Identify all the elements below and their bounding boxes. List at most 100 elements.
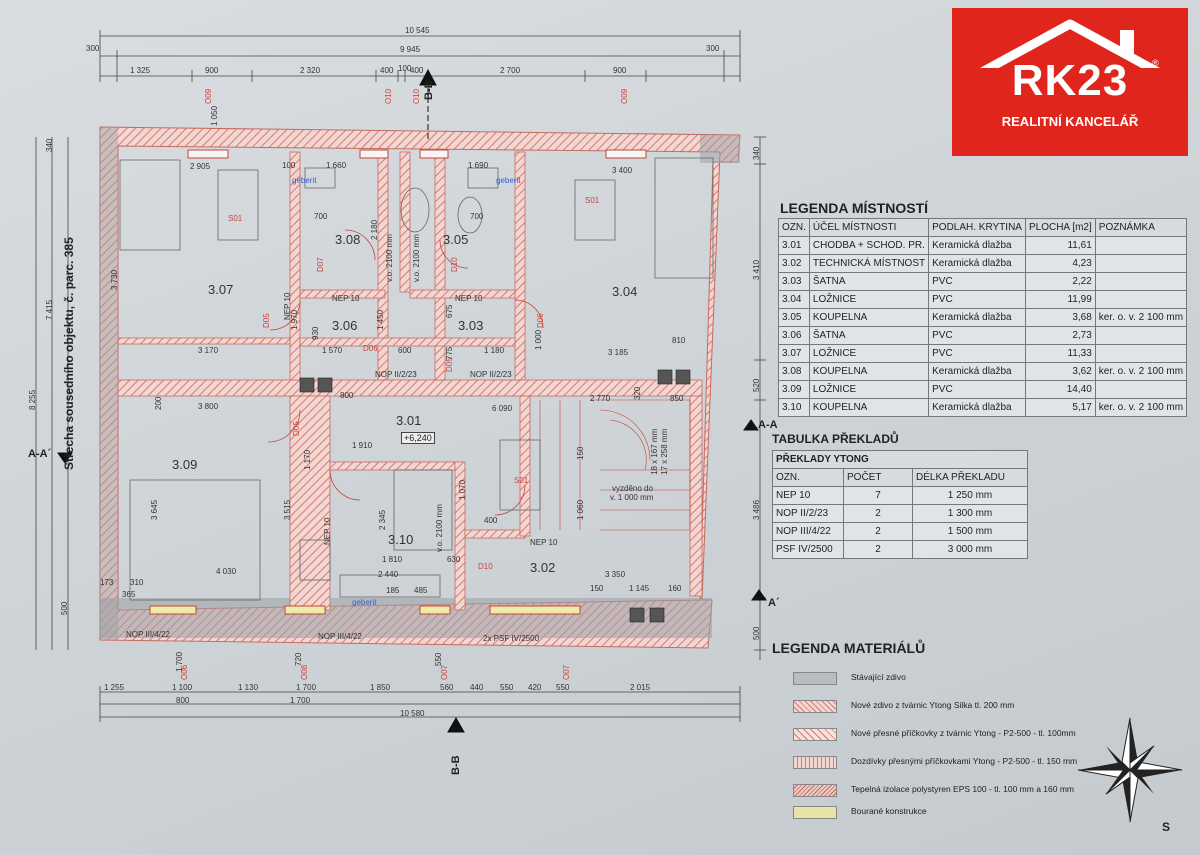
cell: 1 500 mm xyxy=(912,522,1028,541)
tag-stairs: 18 x 167 mm xyxy=(650,428,659,475)
cell: 3.07 xyxy=(778,344,810,363)
door-tag-11: D10 xyxy=(478,562,493,571)
plan-dim-y: 1 145 xyxy=(629,584,650,593)
cell: 1 250 mm xyxy=(912,486,1028,505)
tag-vo-2: v.o. 2100 mm xyxy=(412,234,421,282)
logo-subtitle: REALITNÍ KANCELÁŘ xyxy=(1001,114,1139,129)
dim-left-top: 340 xyxy=(45,138,54,152)
material-swatch xyxy=(793,672,837,685)
cell xyxy=(1094,290,1188,309)
dim-edge-left: 300 xyxy=(86,44,100,53)
plan-dim-n: 3 800 xyxy=(198,402,219,411)
room-3-06: 3.06 xyxy=(332,318,358,333)
cell: 1 300 mm xyxy=(912,504,1028,523)
section-bb-bottom: B-B xyxy=(450,755,462,775)
cell xyxy=(1094,380,1188,399)
cell: TECHNICKÁ MÍSTNOST xyxy=(808,254,930,273)
plan-dim-as: 485 xyxy=(414,586,428,595)
plan-dim-e: 700 xyxy=(314,212,328,221)
dim-bottom-7: 440 xyxy=(470,683,484,692)
cell: PVC xyxy=(928,380,1026,399)
cell: LOŽNICE xyxy=(808,344,930,363)
dim-inner-top: 9 945 xyxy=(400,45,421,54)
door-tag-3: D07 xyxy=(316,257,325,272)
cell: 3.02 xyxy=(778,254,810,273)
lintel-subtitle: PŘEKLADY YTONG xyxy=(772,450,1028,469)
dim-right-part-3: 3 486 xyxy=(752,499,761,520)
plan-dim-f: 700 xyxy=(470,212,484,221)
cell: 3.05 xyxy=(778,308,810,327)
material-legend-title: LEGENDA MATERIÁLŮ xyxy=(772,640,926,656)
cell xyxy=(1094,272,1188,291)
door-tag-9: D05 xyxy=(292,421,301,436)
plan-dim-ag: 930 xyxy=(311,326,320,340)
neighbor-roof-label: Střecha sousedního objektu, č. parc. 385 xyxy=(62,237,76,470)
cell: 3.10 xyxy=(778,398,810,417)
door-tag-2: S01 xyxy=(585,196,600,205)
tag-nep10-2: NEP 10 xyxy=(455,294,483,303)
dim-edge-right: 300 xyxy=(706,44,720,53)
plan-dim-am: 160 xyxy=(668,584,682,593)
plan-dim-j: 600 xyxy=(398,346,412,355)
cell: 3.09 xyxy=(778,380,810,399)
logo-registered: ® xyxy=(1152,58,1159,68)
room-legend-title: LEGENDA MÍSTNOSTÍ xyxy=(780,200,929,216)
tag-nep10-4: NEP 10 xyxy=(323,517,332,545)
plan-dim-x: 3 350 xyxy=(605,570,626,579)
plan-dim-o: 800 xyxy=(340,391,354,400)
outer-walls xyxy=(99,126,741,649)
dim-bottom-10: 550 xyxy=(556,683,570,692)
plan-dim-ay: 720 xyxy=(294,652,303,666)
plan-dim-u: 2 440 xyxy=(378,570,399,579)
dim-bottom-6: 560 xyxy=(440,683,454,692)
plan-dim-h: 3 170 xyxy=(198,346,219,355)
window-tag-2: O10 xyxy=(384,88,393,104)
cell: 14,40 xyxy=(1024,380,1096,399)
dim-right-part-4: 500 xyxy=(752,626,761,640)
th-ucel: ÚČEL MÍSTNOSTI xyxy=(808,218,930,237)
cell: 3.04 xyxy=(778,290,810,309)
cell: KOUPELNA xyxy=(808,398,930,417)
cell: Keramická dlažba xyxy=(928,254,1026,273)
cell: NOP III/4/22 xyxy=(772,522,844,541)
room-3-04: 3.04 xyxy=(612,284,638,299)
plan-dim-ao: 310 xyxy=(130,578,144,587)
cell: 3,62 xyxy=(1024,362,1096,381)
material-swatch xyxy=(793,700,837,713)
dim-top-2: 900 xyxy=(205,66,219,75)
tag-geberit-3: geberit xyxy=(352,598,377,607)
material-label: Dozdívky přesnými příčkovkami Ytong - P2… xyxy=(851,756,1078,766)
right-dimension-lines xyxy=(754,136,766,660)
dim-bottom-11: 2 015 xyxy=(630,683,651,692)
logo-mark: RK23 xyxy=(1011,56,1129,105)
plan-dim-av: 200 xyxy=(154,396,163,410)
tag-nop-422-1: NOP III/4/22 xyxy=(126,630,170,639)
cell: 2,22 xyxy=(1024,272,1096,291)
cell: 11,33 xyxy=(1024,344,1096,363)
staircase xyxy=(539,399,691,531)
dim-top-7: 2 700 xyxy=(500,66,521,75)
dim-bottom-5: 1 850 xyxy=(370,683,391,692)
level-mark: +6,240 xyxy=(401,432,435,444)
room-3-09: 3.09 xyxy=(172,457,198,472)
dim-top-3: 2 320 xyxy=(300,66,321,75)
dim-bottom-9: 420 xyxy=(528,683,542,692)
room-3-07: 3.07 xyxy=(208,282,234,297)
window-tag-4: O09 xyxy=(620,88,629,104)
plan-dim-aw: 1 050 xyxy=(210,105,219,126)
room-3-03: 3.03 xyxy=(458,318,484,333)
plan-dim-aj: 400 xyxy=(484,516,498,525)
furniture xyxy=(119,157,714,601)
section-markers xyxy=(57,68,767,733)
tag-nop-223-2: NOP II/2/23 xyxy=(470,370,512,379)
dim-top-6: 400 xyxy=(410,66,424,75)
plan-dim-m: 810 xyxy=(672,336,686,345)
cell: ŠATNA xyxy=(808,272,930,291)
